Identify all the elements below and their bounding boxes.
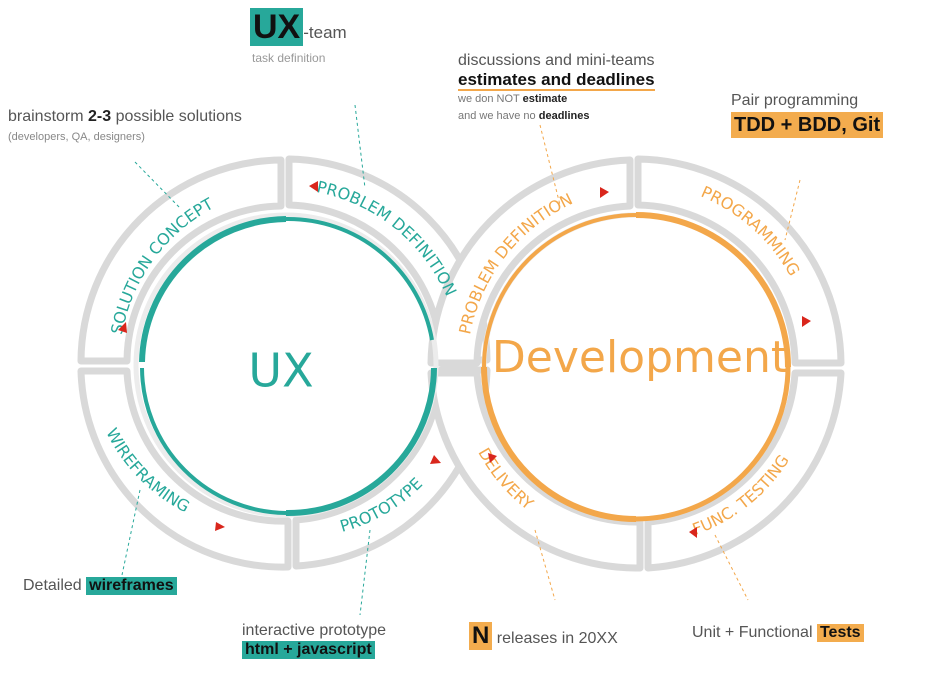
leader-line [534, 529, 556, 601]
ux-team-sub: task definition [252, 51, 326, 65]
dev-inner-arc-left-top [482, 213, 637, 368]
ux-cycle-label: UX [248, 344, 313, 398]
releases-highlight: N [469, 622, 493, 650]
leader-line [121, 489, 141, 576]
discussions-line4: and we have no deadlines [458, 110, 589, 122]
direction-marker [118, 322, 127, 333]
dev-cycle-label: Development [492, 332, 788, 383]
leader-line [539, 124, 561, 206]
brainstorm-sub: (developers, QA, designers) [8, 131, 145, 143]
prototype-note-line1: interactive prototype [242, 622, 387, 639]
pair-programming-note: TDD + BDD, Git [731, 112, 884, 138]
discussions-line2: estimates and deadlines [458, 70, 655, 91]
dev-segment-delivery[interactable] [427, 369, 644, 572]
discussions-line4-pre: and we have no [458, 110, 539, 122]
prototype-note: html + javascript [242, 641, 375, 659]
discussions-line4-strong: deadlines [538, 110, 590, 122]
leader-line [354, 104, 366, 189]
dev-segment-programming[interactable] [634, 155, 845, 367]
ux-team-note: UX-team [250, 8, 347, 46]
tests-pre: Unit + Functional [692, 624, 817, 641]
discussions-line1: discussions and mini-teams [458, 52, 655, 69]
pair-programming-label: Pair programming [731, 92, 859, 109]
ux-team-suffix: -team [303, 23, 347, 42]
leader-line [134, 161, 181, 209]
dev-segment-problem-definition[interactable] [427, 156, 634, 367]
ux-team-highlight: UX [250, 8, 304, 46]
brainstorm-strong: 2-3 [88, 108, 112, 125]
direction-marker [802, 316, 811, 327]
prototype-highlight: html + javascript [242, 641, 375, 659]
releases-note: N releases in 20XX [469, 622, 618, 650]
wireframes-note: Detailed wireframes [23, 577, 177, 595]
dev-segment-func-testing[interactable] [644, 369, 845, 572]
discussions-line3: we don NOT estimate [458, 93, 567, 105]
discussions-line3-strong: estimate [522, 93, 568, 105]
wireframes-highlight: wireframes [86, 577, 177, 595]
dev-inner-arc-right-top [635, 212, 791, 368]
brainstorm-note: brainstorm 2-3 possible solutions [8, 108, 242, 126]
direction-marker [309, 181, 318, 192]
dev-inner-arc-right-bottom [635, 366, 791, 522]
ux-segment-solution-concept[interactable] [77, 156, 285, 365]
ux-inner-arc-top [139, 216, 287, 363]
discussions-line3-pre: we don NOT [458, 93, 523, 105]
direction-marker [215, 522, 225, 531]
tests-note: Unit + Functional Tests [692, 624, 864, 642]
ux-segment-wireframing[interactable] [77, 367, 292, 571]
direction-marker [430, 455, 441, 464]
leader-line [359, 529, 371, 616]
wireframes-pre: Detailed [23, 577, 87, 594]
pair-programming-highlight: TDD + BDD, Git [731, 112, 884, 138]
tests-highlight: Tests [816, 624, 864, 642]
brainstorm-post: possible solutions [111, 108, 242, 125]
ux-inner-arc-bottom [285, 367, 437, 517]
dev-inner-arc-left-bottom [481, 366, 637, 522]
ux-inner-arc-left [140, 367, 287, 515]
releases-post: releases in 20XX [492, 630, 618, 647]
leader-line [714, 534, 749, 601]
ux-inner-arc-right [285, 216, 434, 341]
brainstorm-pre: brainstorm [8, 108, 89, 125]
direction-marker [488, 453, 497, 463]
leader-line [784, 179, 801, 241]
direction-marker [689, 527, 697, 538]
direction-marker [600, 187, 609, 198]
